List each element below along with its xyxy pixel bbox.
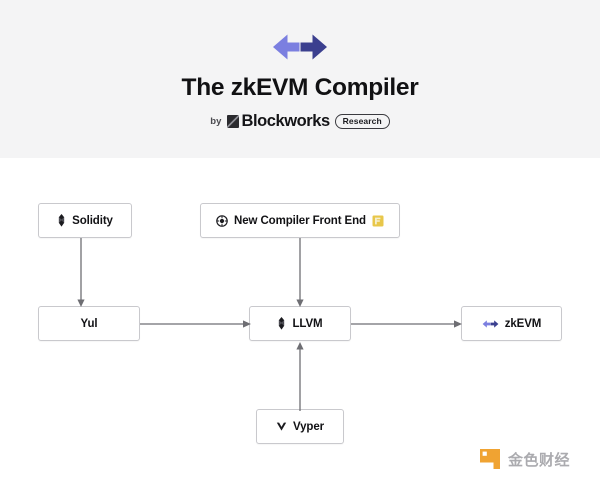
solidity-logo-icon [57, 214, 66, 227]
node-vyper[interactable]: Vyper [256, 409, 344, 444]
compiler-flow-diagram: Solidity New Compiler Front End Yul [0, 158, 600, 484]
watermark-text: 金色财经 [508, 451, 571, 469]
blockworks-mark-icon [226, 115, 239, 128]
connector-vyper-to-llvm [296, 342, 304, 411]
vyper-v-icon [276, 421, 287, 432]
connector-yul-to-llvm [140, 320, 251, 328]
node-new-compiler-front-end[interactable]: New Compiler Front End [200, 203, 400, 238]
node-solidity[interactable]: Solidity [38, 203, 132, 238]
node-label: New Compiler Front End [234, 214, 366, 227]
research-badge: Research [334, 114, 390, 129]
vyper-gold-badge-icon [372, 215, 384, 227]
byline-prefix: by [210, 116, 222, 127]
connector-llvm-to-zkevm [351, 320, 462, 328]
connector-frontend-to-llvm [296, 238, 304, 307]
blockworks-wordmark: Blockworks [241, 112, 331, 130]
header-banner: The zkEVM Compiler by Blockworks Researc… [0, 0, 600, 158]
jinse-finance-logo-icon [480, 449, 500, 469]
zkevm-double-arrow-logo-icon [482, 319, 499, 329]
blockworks-brand: Blockworks [226, 112, 331, 131]
node-zkevm[interactable]: zkEVM [461, 306, 562, 341]
page-title: The zkEVM Compiler [181, 74, 419, 101]
node-llvm[interactable]: LLVM [249, 306, 351, 341]
node-label: Solidity [72, 214, 113, 227]
zkevm-double-arrow-logo-icon [273, 34, 327, 60]
watermark: 金色财经 [479, 448, 570, 470]
byline: by Blockworks Research [210, 112, 390, 131]
compiler-circle-icon [216, 214, 228, 227]
node-label: Vyper [292, 420, 325, 433]
solidity-logo-icon [277, 317, 286, 330]
node-label: zkEVM [504, 317, 542, 330]
node-label: LLVM [292, 317, 323, 330]
node-yul[interactable]: Yul [38, 306, 140, 341]
connector-solidity-to-yul [77, 238, 85, 307]
node-label: Yul [80, 317, 98, 330]
